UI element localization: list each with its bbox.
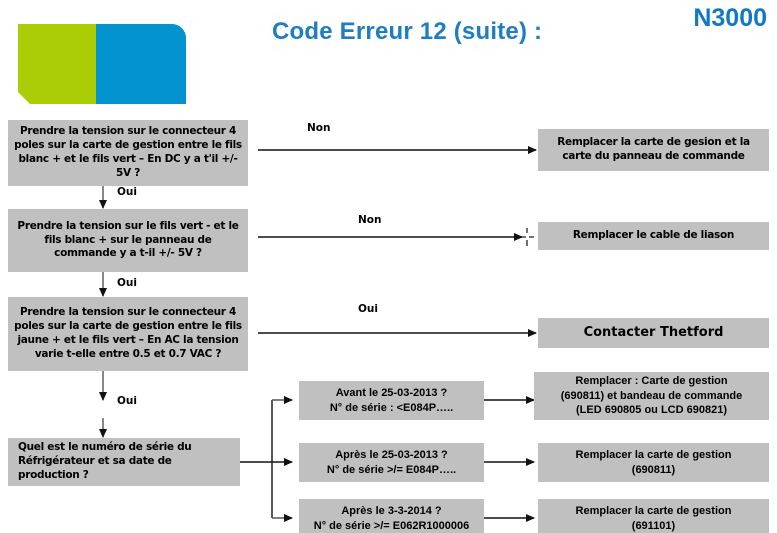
date-box-after-2013[interactable]: Après le 25-03-2013 ? N° de série >/= E0… bbox=[299, 443, 484, 482]
decision-box-q1-text: Prendre la tension sur le connecteur 4 p… bbox=[14, 125, 242, 179]
edge-label-oui-v3: Oui bbox=[117, 395, 138, 407]
action-box-contact-thetford-text: Contacter Thetford bbox=[583, 325, 724, 341]
action-box-replace-board-691101-line1: Remplacer la carte de gestion bbox=[575, 504, 732, 517]
thetford-logo bbox=[18, 24, 186, 104]
edge-label-non-2: Non bbox=[358, 214, 382, 226]
action-box-replace-board-and-panel[interactable]: Remplacer : Carte de gestion (690811) et… bbox=[534, 372, 769, 420]
date-box-before-2013-line1: Avant le 25-03-2013 ? bbox=[335, 386, 448, 399]
decision-box-q2-text: Prendre la tension sur le fils vert - et… bbox=[17, 219, 239, 260]
date-box-after-2013-line1: Après le 25-03-2013 ? bbox=[335, 448, 448, 461]
action-box-replace-board-and-panel-line2: (690811) et bandeau de commande bbox=[560, 389, 743, 402]
page-title: Code Erreur 12 (suite) : bbox=[272, 18, 543, 45]
action-box-replace-boards-text: Remplacer la carte de gesion et la carte… bbox=[557, 136, 750, 162]
action-box-replace-board-690811[interactable]: Remplacer la carte de gestion (690811) bbox=[538, 443, 769, 482]
decision-box-q3-text: Prendre la tension sur le connecteur 4 p… bbox=[14, 306, 242, 360]
decision-box-q1[interactable]: Prendre la tension sur le connecteur 4 p… bbox=[8, 120, 248, 186]
action-box-replace-board-691101[interactable]: Remplacer la carte de gestion (691101) bbox=[538, 499, 769, 533]
action-box-replace-cable[interactable]: Remplacer le cable de liason bbox=[538, 222, 769, 250]
edge-label-oui-v1: Oui bbox=[117, 186, 138, 198]
date-box-before-2013[interactable]: Avant le 25-03-2013 ? N° de série : <E08… bbox=[299, 381, 484, 420]
date-box-after-2014[interactable]: Après le 3-3-2014 ? N° de série >/= E062… bbox=[299, 499, 484, 533]
logo-green-block bbox=[18, 24, 96, 104]
decision-box-q3[interactable]: Prendre la tension sur le connecteur 4 p… bbox=[8, 297, 248, 371]
date-box-after-2014-line1: Après le 3-3-2014 ? bbox=[341, 504, 442, 517]
edge-label-oui-3: Oui bbox=[358, 303, 379, 315]
decision-box-q4[interactable]: Quel est le numéro de série du Réfrigéra… bbox=[8, 438, 240, 486]
date-box-after-2013-line2: N° de série >/= E084P….. bbox=[326, 463, 457, 476]
action-box-replace-board-and-panel-line1: Remplacer : Carte de gestion bbox=[575, 375, 728, 388]
decision-box-q2[interactable]: Prendre la tension sur le fils vert - et… bbox=[8, 209, 248, 272]
date-box-after-2014-line2: N° de série >/= E062R1000006 bbox=[313, 519, 470, 532]
action-box-replace-board-691101-line2: (691101) bbox=[631, 519, 676, 532]
logo-blue-block bbox=[96, 24, 186, 104]
action-box-replace-board-690811-line1: Remplacer la carte de gestion bbox=[575, 448, 732, 461]
model-label: N3000 bbox=[693, 4, 767, 32]
action-box-replace-board-and-panel-line3: (LED 690805 ou LCD 690821) bbox=[575, 404, 727, 417]
edge-label-oui-v2: Oui bbox=[117, 277, 138, 289]
decision-box-q4-text: Quel est le numéro de série du Réfrigéra… bbox=[18, 441, 192, 481]
action-box-replace-board-690811-line2: (690811) bbox=[631, 463, 676, 476]
action-box-replace-boards[interactable]: Remplacer la carte de gesion et la carte… bbox=[538, 129, 769, 171]
action-box-replace-cable-text: Remplacer le cable de liason bbox=[572, 229, 735, 242]
action-box-contact-thetford[interactable]: Contacter Thetford bbox=[538, 318, 769, 348]
date-box-before-2013-line2: N° de série : <E084P….. bbox=[329, 401, 454, 414]
edge-label-non-1: Non bbox=[307, 122, 331, 134]
